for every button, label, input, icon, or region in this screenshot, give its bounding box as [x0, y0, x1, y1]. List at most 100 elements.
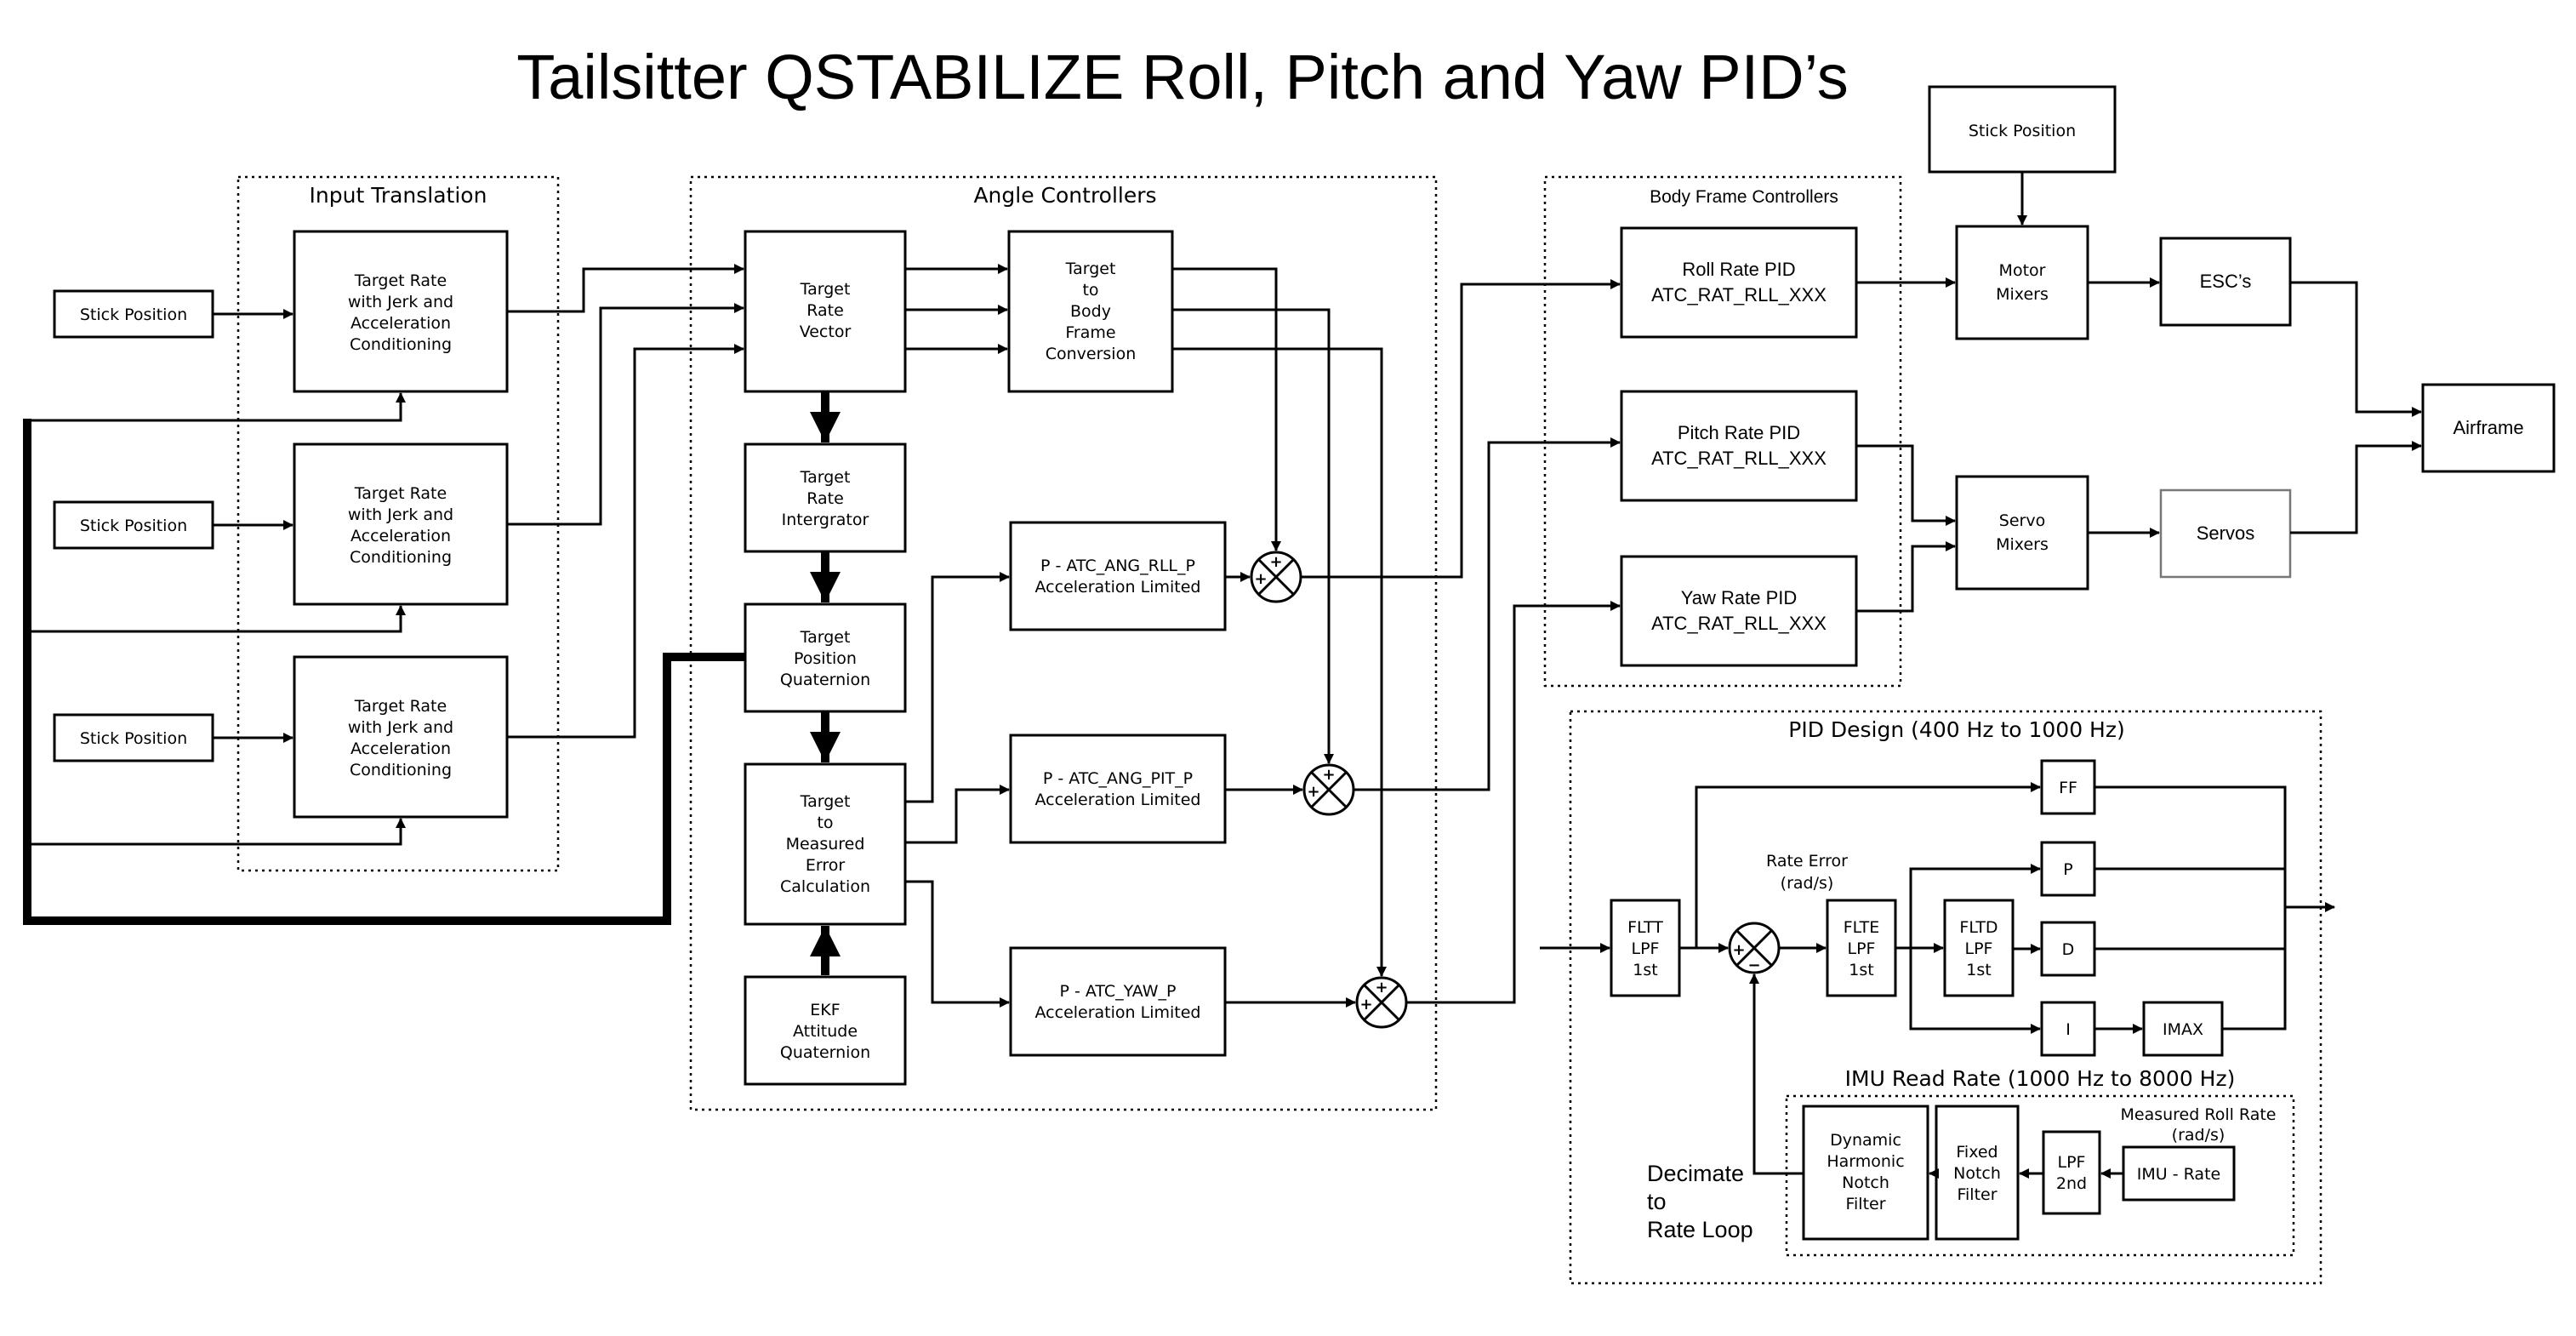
arrow-error-ppitch	[905, 785, 1010, 844]
arrow-tr1-vector	[507, 264, 744, 313]
servo-mixers-block: Servo Mixers	[1955, 475, 2089, 591]
svg-text:LPF: LPF	[2058, 1153, 2086, 1172]
svg-text:Target Rate: Target Rate	[354, 697, 447, 716]
stick-position-2: Stick Position	[53, 500, 214, 550]
svg-text:Target: Target	[800, 792, 851, 811]
svg-text:Motor: Motor	[1999, 261, 2046, 280]
svg-text:ATC_RAT_RLL_XXX: ATC_RAT_RLL_XXX	[1651, 448, 1827, 469]
svg-text:IMU - Rate: IMU - Rate	[2137, 1165, 2220, 1184]
imu-read-rate-title: IMU Read Rate (1000 Hz to 8000 Hz)	[1845, 1066, 2236, 1091]
arrow-body-sum-yaw	[1172, 347, 1387, 977]
svg-text:Fixed: Fixed	[1956, 1143, 1998, 1162]
output-bus	[2094, 785, 2287, 1031]
sum-junction-roll: + +	[1250, 551, 1302, 603]
motor-mixers-block: Motor Mixers	[1955, 225, 2089, 340]
i-gain-block: I	[2040, 1001, 2096, 1057]
d-gain-block: D	[2040, 921, 2096, 977]
svg-text:−: −	[1747, 956, 1760, 974]
svg-text:IMAX: IMAX	[2163, 1020, 2203, 1039]
svg-text:with Jerk and: with Jerk and	[348, 505, 453, 524]
svg-text:Acceleration Limited: Acceleration Limited	[1035, 791, 1201, 809]
svg-text:P: P	[2063, 860, 2072, 879]
imu-read-rate-frame	[1785, 1094, 2295, 1257]
svg-text:Target: Target	[1065, 260, 1116, 278]
svg-text:Target: Target	[800, 280, 851, 299]
body-frame-controllers-frame	[1543, 175, 1902, 688]
target-to-body-block: Target to Body Frame Conversion	[1007, 230, 1174, 393]
svg-text:Attitude: Attitude	[793, 1022, 858, 1041]
svg-text:with Jerk and: with Jerk and	[348, 718, 453, 737]
svg-text:+: +	[1307, 783, 1319, 801]
svg-text:ESC’s: ESC’s	[2200, 271, 2252, 292]
dynamic-notch-block: Dynamic Harmonic Notch Filter	[1802, 1105, 1929, 1241]
svg-text:Rate Loop: Rate Loop	[1647, 1217, 1753, 1242]
svg-text:D: D	[2062, 940, 2075, 959]
arrow-error-pyaw	[905, 880, 1010, 1008]
input-translation-frame	[237, 175, 560, 872]
svg-text:LPF: LPF	[1848, 939, 1876, 958]
diagram-title: Tailsitter QSTABILIZE Roll, Pitch and Ya…	[516, 42, 1849, 112]
svg-text:Stick Position: Stick Position	[80, 729, 187, 748]
svg-text:Yaw Rate PID: Yaw Rate PID	[1681, 587, 1798, 608]
escs-block: ESC’s	[2159, 237, 2292, 327]
svg-text:Notch: Notch	[1953, 1164, 2001, 1183]
decimate-label: Decimate to Rate Loop	[1647, 1161, 1753, 1242]
svg-text:ATC_RAT_RLL_XXX: ATC_RAT_RLL_XXX	[1651, 613, 1827, 634]
svg-text:Stick Position: Stick Position	[80, 517, 187, 535]
svg-text:Filter: Filter	[1845, 1195, 1885, 1213]
svg-text:Mixers: Mixers	[1996, 285, 2049, 304]
ff-block: FF	[2040, 759, 2096, 815]
imax-block: IMAX	[2142, 1001, 2224, 1057]
svg-text:1st: 1st	[1849, 961, 1873, 979]
svg-text:P - ATC_YAW_P: P - ATC_YAW_P	[1059, 982, 1176, 1001]
svg-text:Pitch Rate PID: Pitch Rate PID	[1678, 422, 1800, 443]
svg-text:to: to	[817, 814, 833, 832]
airframe-block: Airframe	[2421, 383, 2556, 473]
svg-text:Rate: Rate	[806, 301, 844, 320]
target-rate-block-2: Target Rate with Jerk and Acceleration C…	[293, 442, 509, 606]
arrow-servos-airframe	[2290, 441, 2422, 534]
svg-text:Vector: Vector	[800, 323, 852, 341]
lpf-2nd-block: LPF 2nd	[2042, 1130, 2101, 1215]
svg-text:to: to	[1082, 281, 1098, 300]
angle-controllers-frame	[689, 175, 1438, 1111]
fltd-lpf-block: FLTD LPF 1st	[1943, 899, 2015, 997]
arrow-sum-yawpid	[1406, 601, 1621, 1004]
svg-text:Target Rate: Target Rate	[354, 271, 447, 290]
svg-text:Conditioning: Conditioning	[350, 548, 452, 567]
svg-text:Stick Position: Stick Position	[80, 305, 187, 324]
sum-junction-yaw: + +	[1355, 976, 1408, 1029]
svg-text:Quaternion: Quaternion	[780, 1043, 870, 1062]
arrow-i-branch	[1909, 948, 2041, 1034]
svg-text:Acceleration: Acceleration	[350, 739, 451, 758]
svg-text:EKF: EKF	[810, 1001, 840, 1019]
input-translation-title: Input Translation	[310, 183, 487, 208]
arrow-sum-pitchpid	[1354, 437, 1621, 791]
arrow-esc-airframe	[2290, 281, 2422, 417]
feedback-1	[26, 392, 406, 422]
svg-text:FLTE: FLTE	[1844, 918, 1880, 937]
fltt-lpf-block: FLTT LPF 1st	[1610, 899, 1681, 997]
svg-text:Filter: Filter	[1957, 1185, 1997, 1204]
angle-controllers-title: Angle Controllers	[973, 183, 1156, 208]
measured-roll-rate-label: Measured Roll Rate (rad/s)	[2121, 1105, 2277, 1145]
svg-text:+: +	[1732, 941, 1745, 959]
svg-text:Acceleration: Acceleration	[350, 527, 451, 545]
svg-text:(rad/s): (rad/s)	[2172, 1126, 2226, 1145]
svg-text:Harmonic: Harmonic	[1827, 1152, 1904, 1171]
arrow-tr2-vector	[507, 303, 744, 526]
svg-text:Measured Roll Rate: Measured Roll Rate	[2121, 1105, 2277, 1124]
svg-text:FLTD: FLTD	[1959, 918, 1998, 937]
feedback-thick-bar	[23, 419, 749, 925]
arrow-p-branch	[1909, 864, 2041, 948]
svg-text:(rad/s): (rad/s)	[1781, 874, 1834, 893]
yaw-rate-pid-block: Yaw Rate PID ATC_RAT_RLL_XXX	[1620, 555, 1858, 667]
svg-text:Rate: Rate	[806, 489, 844, 508]
svg-text:1st: 1st	[1966, 961, 1991, 979]
stick-position-top: Stick Position	[1928, 85, 2117, 174]
target-rate-block-1: Target Rate with Jerk and Acceleration C…	[293, 230, 509, 393]
target-position-quaternion-block: Target Position Quaternion	[744, 602, 907, 713]
svg-text:2nd: 2nd	[2056, 1174, 2087, 1193]
svg-text:+: +	[1269, 553, 1282, 571]
